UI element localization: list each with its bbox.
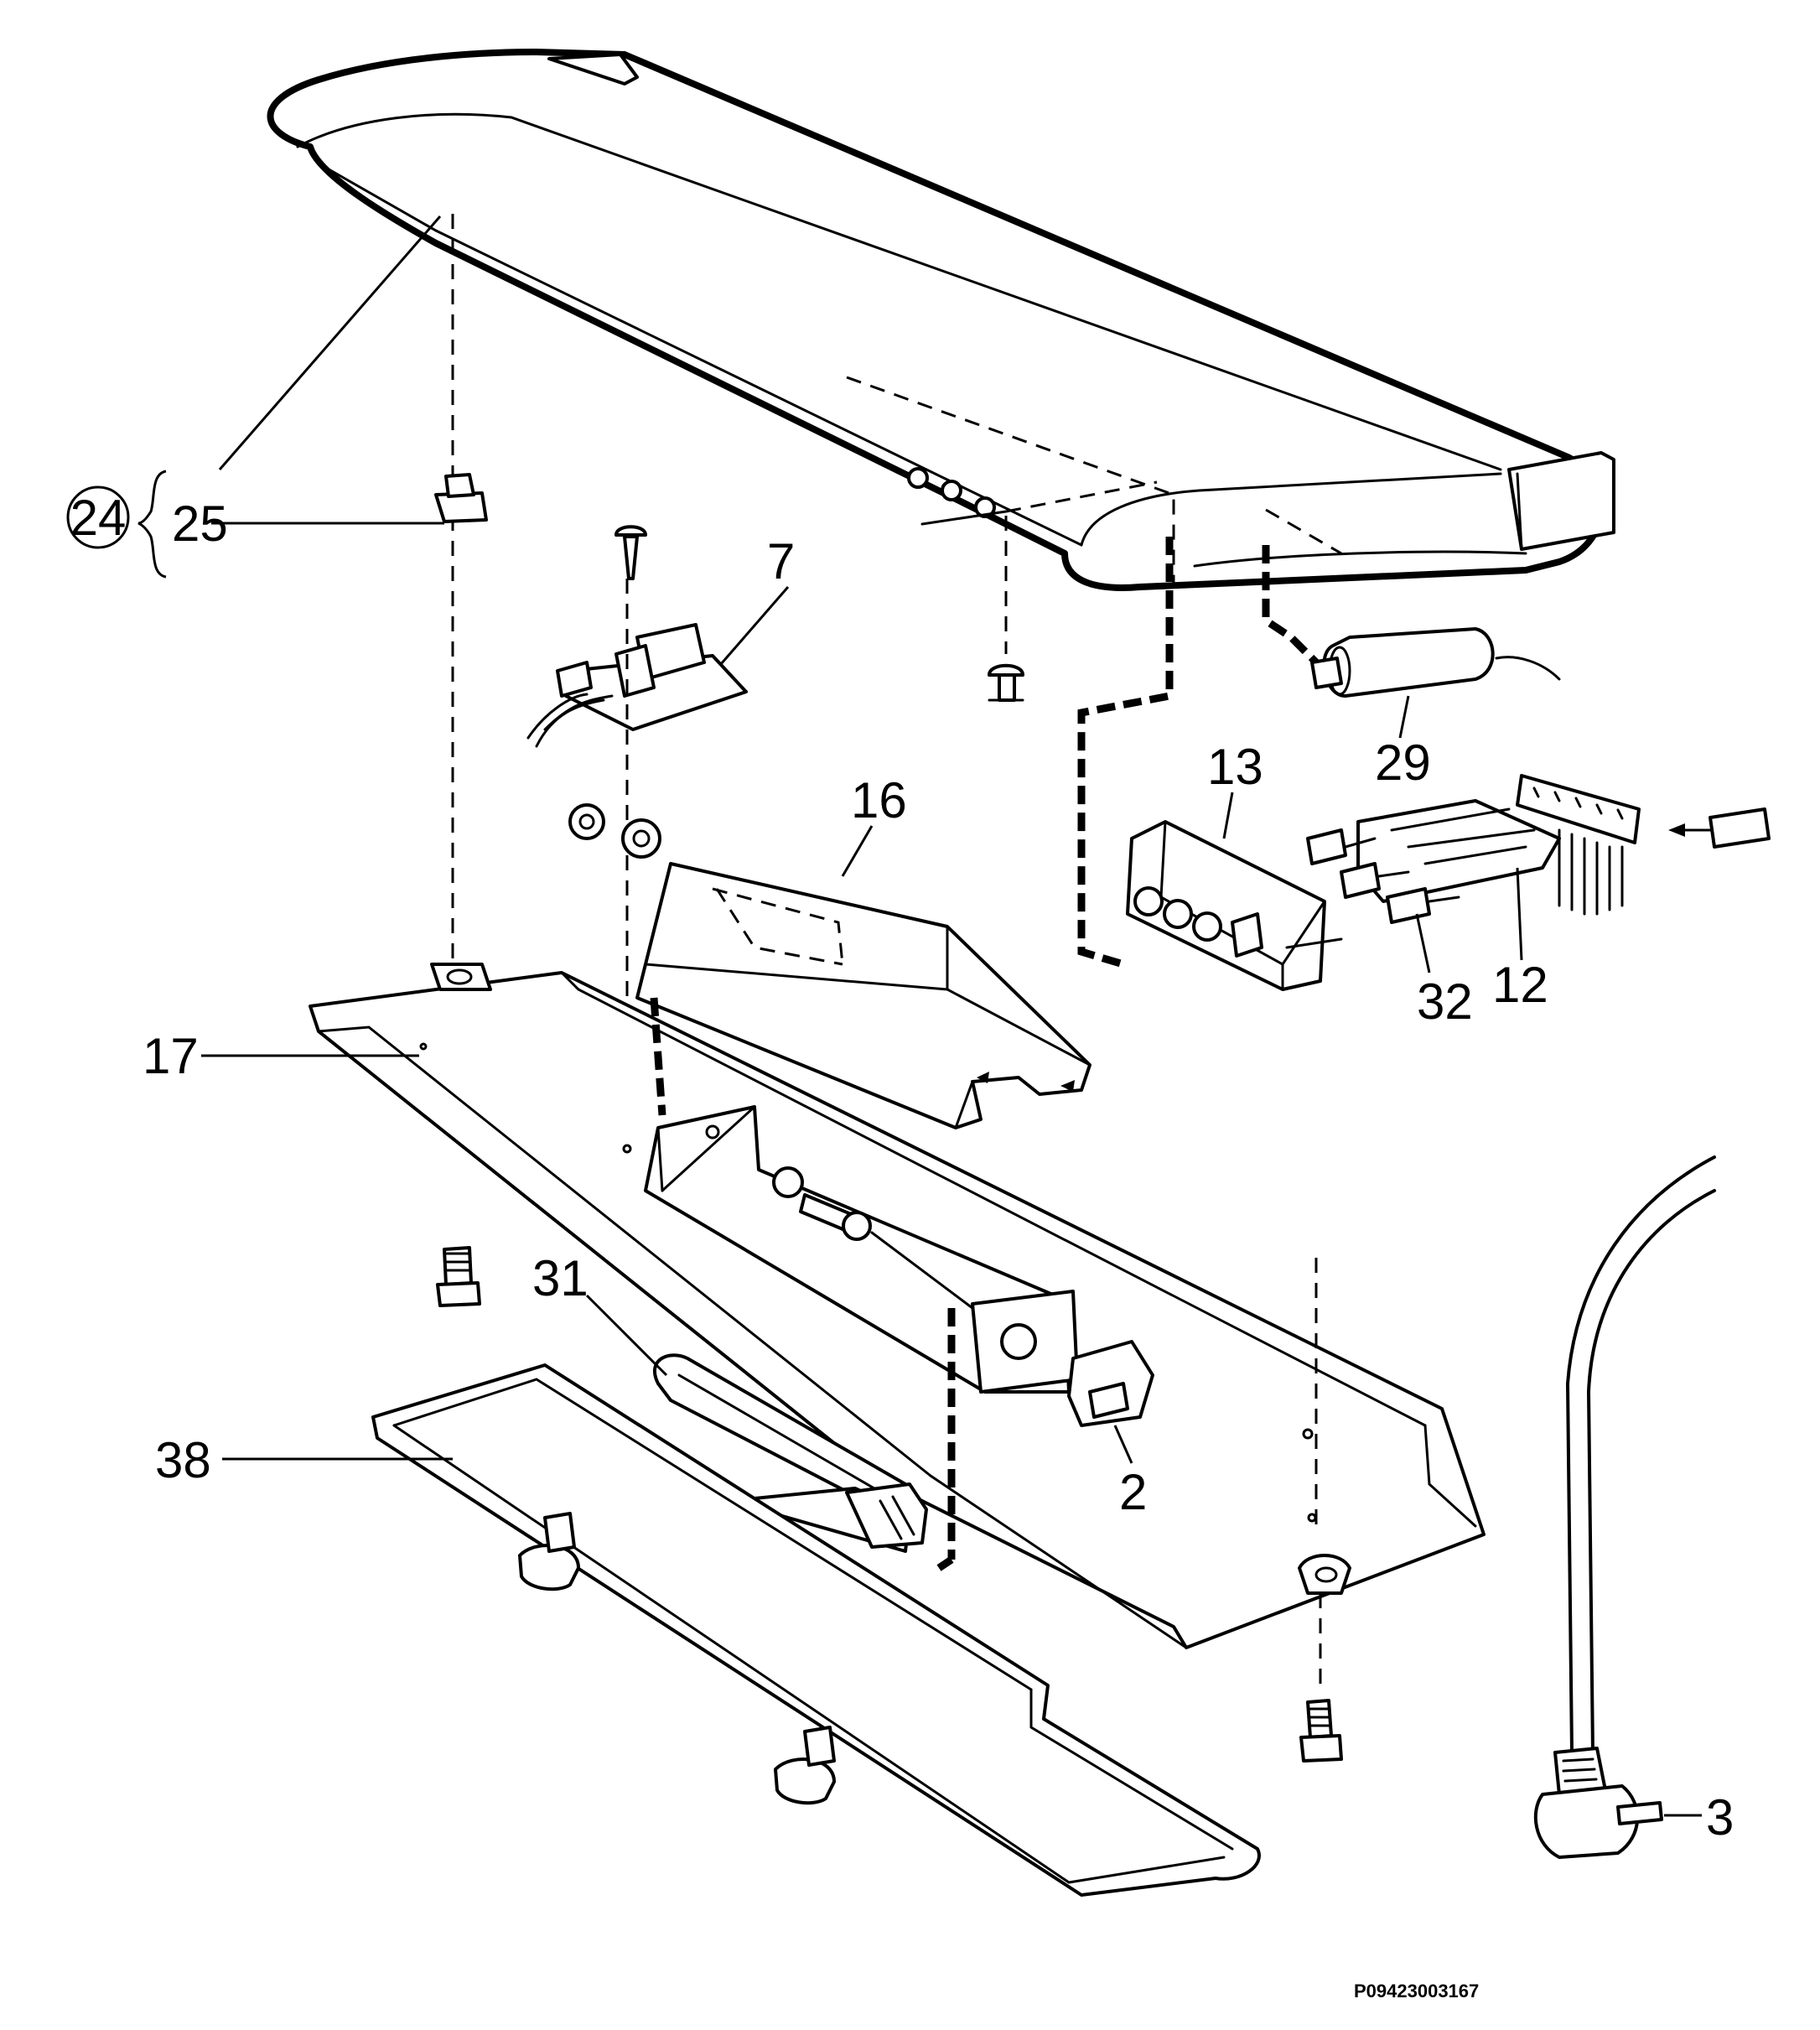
fluorescent-lamp <box>652 1353 928 1553</box>
lamp-holder-bracket <box>644 997 1154 1571</box>
leader-13 <box>1222 792 1234 839</box>
callout-13: 13 <box>1207 739 1263 795</box>
center-screw <box>988 516 1024 702</box>
leader-lines <box>66 215 1702 1817</box>
callout-24-circle <box>66 485 130 549</box>
callout-31: 31 <box>532 1250 589 1306</box>
hood-canopy <box>267 49 1615 591</box>
callout-38: 38 <box>155 1432 211 1488</box>
lamp-cover <box>635 862 1091 1129</box>
callout-29: 29 <box>1375 735 1431 791</box>
leader-31 <box>585 1294 668 1377</box>
capacitor <box>1262 545 1561 698</box>
brace-24 <box>137 470 167 579</box>
leader-29 <box>1398 695 1410 739</box>
diffuser <box>371 1363 1261 1897</box>
callout-24: 24 <box>70 490 127 546</box>
left-fixing <box>434 214 488 1307</box>
callout-7: 7 <box>767 533 795 589</box>
callout-25: 25 <box>172 496 228 552</box>
callout-32: 32 <box>1417 973 1473 1030</box>
switch-block <box>1077 537 1343 991</box>
leader-16 <box>841 825 874 877</box>
switch-assembly <box>1306 774 1771 924</box>
leader-2 <box>1113 1425 1133 1464</box>
callout-12: 12 <box>1492 957 1548 1013</box>
callouts: 24 25 7 16 13 29 12 32 17 31 38 2 3 P094… <box>70 490 1734 2001</box>
right-screw <box>1299 1258 1343 1763</box>
leader-32 <box>1415 913 1431 973</box>
power-cord <box>1533 1155 1716 1859</box>
callout-3: 3 <box>1706 1789 1734 1846</box>
leader-12 <box>1516 867 1523 961</box>
callout-17: 17 <box>143 1028 199 1084</box>
leader-24-25-hood <box>218 215 442 470</box>
callout-16: 16 <box>851 772 907 828</box>
leader-7 <box>719 586 790 665</box>
transformer <box>526 525 748 1149</box>
drawing-code: P09423003167 <box>1354 1981 1479 2001</box>
callout-2: 2 <box>1119 1464 1147 1520</box>
